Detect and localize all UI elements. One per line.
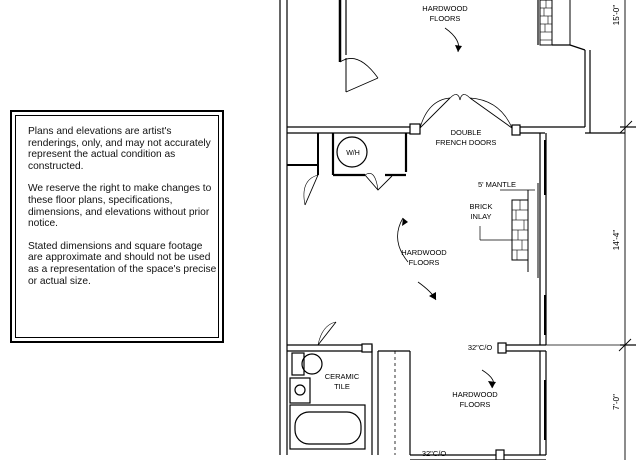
label-hardwood-bot-1: HARDWOOD [452,390,498,399]
water-heater-symbol [336,136,368,168]
label-closet-1: 32"C/O [468,343,493,352]
disclaimer-text: Plans and elevations are artist's render… [28,126,218,298]
label-brick-1: BRICK [470,202,493,211]
label-hardwood-top-2: FLOORS [430,14,461,23]
label-hardwood-top-1: HARDWOOD [422,4,468,13]
dimension-top: 15'-0" [612,5,621,26]
disclaimer-box: Plans and elevations are artist's render… [10,110,224,343]
label-hardwood-bot-2: FLOORS [460,400,491,409]
label-ceramic-2: TILE [334,382,350,391]
label-closet-2: 32"C/O [422,449,447,458]
disclaimer-paragraph-3: Stated dimensions and square footage are… [28,240,217,287]
label-mantle: 5' MANTLE [478,180,516,189]
label-hardwood-mid-1: HARDWOOD [401,248,447,257]
disclaimer-paragraph-1: Plans and elevations are artist's render… [28,126,211,172]
label-double-doors-2: FRENCH DOORS [436,138,497,147]
label-brick-2: INLAY [470,212,491,221]
label-water-heater: W/H [346,150,360,157]
dimension-middle: 14'-4" [612,230,621,251]
dimension-bottom: 7'-0" [612,394,621,410]
disclaimer-paragraph-2: We reserve the right to make changes to … [28,183,212,230]
label-ceramic-1: CERAMIC [325,372,360,381]
label-double-doors-1: DOUBLE [451,128,482,137]
label-hardwood-mid-2: FLOORS [409,258,440,267]
